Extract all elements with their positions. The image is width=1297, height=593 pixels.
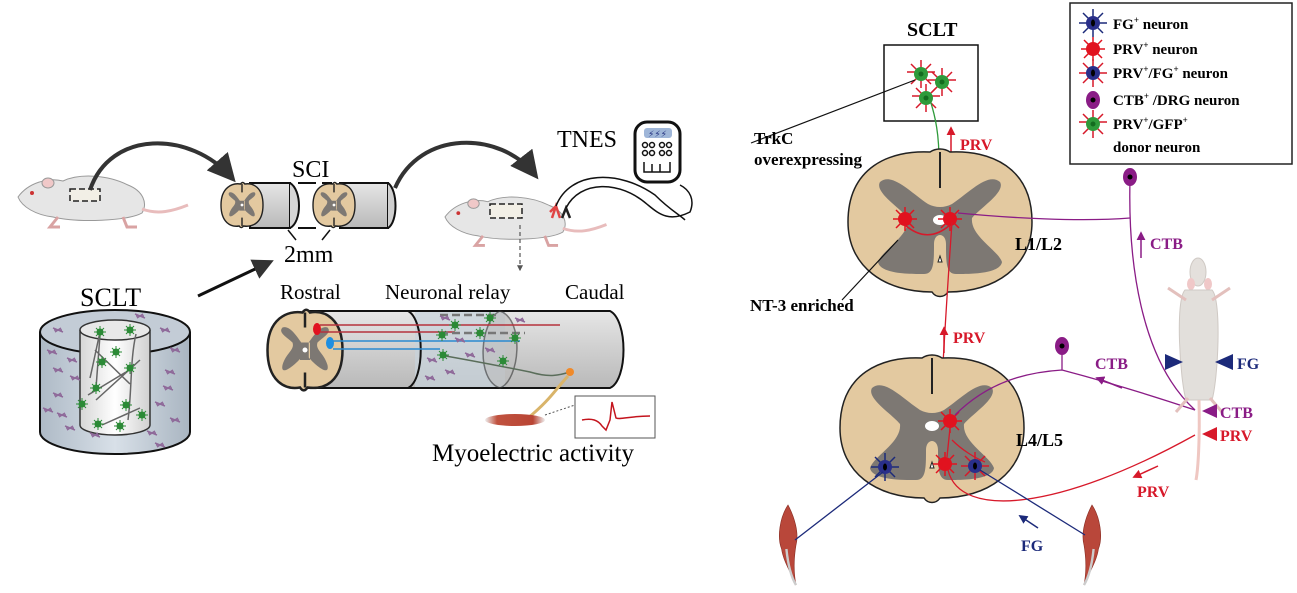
prv-label-lower: PRV [1137,484,1170,501]
muscle-left [778,503,799,587]
legend: FG+ neuron PRV+ neuron PRV+/FG+ neuron C… [1069,2,1293,165]
myoelectric-label: Myoelectric activity [432,440,635,467]
muscle-right [1081,503,1102,587]
arrow-rat-to-sci [88,141,236,191]
prv-inject-label: PRV [1220,428,1253,445]
legend-item-ctb-drg: CTB+ /DRG neuron [1086,91,1240,109]
spinal-cord-l1l2 [847,148,1033,298]
drg-neuron-lower [1055,337,1069,355]
neuronal-relay-label: Neuronal relay [385,280,511,304]
arrow-sci-to-tnes [393,140,539,189]
fg-axon-left [794,471,884,541]
l1l2-label: L1/L2 [1015,234,1062,254]
sci-label: SCI [292,157,329,183]
svg-text:PRV+ neuron: PRV+ neuron [1113,40,1198,58]
legend-donor-line: donor neuron [1113,140,1201,156]
fg-neuron-icon [1078,8,1108,38]
tnes-label: TNES [557,127,617,153]
prv-neurons-l1l2 [892,206,963,236]
caudal-label: Caudal [565,280,625,304]
prv-label-upper: PRV [960,137,993,154]
trkc-label-2: overexpressing [754,150,862,169]
legend-item-prv-gfp: PRV+/GFP+ donor neuron [1078,109,1201,156]
ctb-axon-lower [954,355,1196,416]
legend-item-fg: FG+ neuron [1078,8,1189,38]
nerve-to-muscle [527,374,570,420]
tnes-rat-illustration [443,195,608,247]
prv-axon-lower [947,434,1196,502]
clip-black [560,204,572,219]
trkc-leader [750,79,916,144]
drg-neuron-upper [1123,168,1137,186]
ctb-inject-label: CTB [1220,405,1253,422]
ctb-arrow-lower [1095,376,1123,389]
fg-inject-label: FG [1237,356,1260,373]
left-panel: SCI 2mm SCLT ⚡⚡⚡ [16,120,693,467]
sclt-label-left: SCLT [80,283,141,312]
sci-cord-illustration [220,181,397,241]
rostral-label: Rostral [280,280,341,304]
prv-fg-neuron-icon [1078,58,1108,88]
emg-leader-line [544,404,576,416]
sclt-box [883,44,979,122]
svg-text:PRV+/FG+ neuron: PRV+/FG+ neuron [1113,64,1229,82]
nt3-label: NT-3 enriched [750,296,854,315]
ctb-axon-upper [957,212,1131,221]
ctb-label-upper: CTB [1150,236,1183,253]
ctb-drg-neuron-icon [1086,91,1100,109]
l4l5-label: L4/L5 [1016,430,1063,450]
svg-text:⚡⚡⚡: ⚡⚡⚡ [648,130,667,140]
gap-label: 2mm [284,242,334,268]
emg-trace [581,401,651,432]
fg-arrow-lower [1018,515,1039,529]
prv-arrow-lower [1132,465,1159,479]
nt3-leader [841,239,899,301]
sclt-label-right: SCLT [907,19,958,41]
arrow-sclt-to-sci [197,259,274,298]
prv-injection-icon [1202,427,1217,441]
trkc-label: TrkC [754,129,793,148]
svg-text:CTB+ /DRG neuron: CTB+ /DRG neuron [1113,91,1240,109]
fg-label-lower: FG [1021,538,1044,555]
ctb-axon-drg-upper [1129,179,1196,411]
relay-tube-illustration [266,308,625,392]
svg-text:FG+ neuron: FG+ neuron [1113,15,1189,33]
fg-injection-left-icon [1165,354,1183,370]
tnes-device-icon: ⚡⚡⚡ [633,120,682,184]
tnes-wires [555,176,693,221]
legend-item-prv: PRV+ neuron [1080,36,1198,62]
prv-label-middle: PRV [953,330,986,347]
prv-neuron-icon [1080,36,1106,62]
sclt-scaffold-illustration [39,309,191,455]
fg-axon-right [979,469,1086,536]
rat-illustration [16,174,190,229]
ctb-injection-icon [1202,404,1217,418]
ctb-label-middle: CTB [1095,356,1128,373]
right-panel: SCLT TrkC overexpressing PRV L1/L2 NT-3 … [750,2,1293,587]
legend-item-prv-fg: PRV+/FG+ neuron [1078,58,1229,88]
rat-top-view-illustration [1167,257,1231,481]
fg-injection-right-icon [1215,354,1233,370]
svg-text:PRV+/GFP+: PRV+/GFP+ [1113,115,1188,133]
neurons-l4l5 [870,408,990,482]
muscle-illustration [485,414,545,426]
